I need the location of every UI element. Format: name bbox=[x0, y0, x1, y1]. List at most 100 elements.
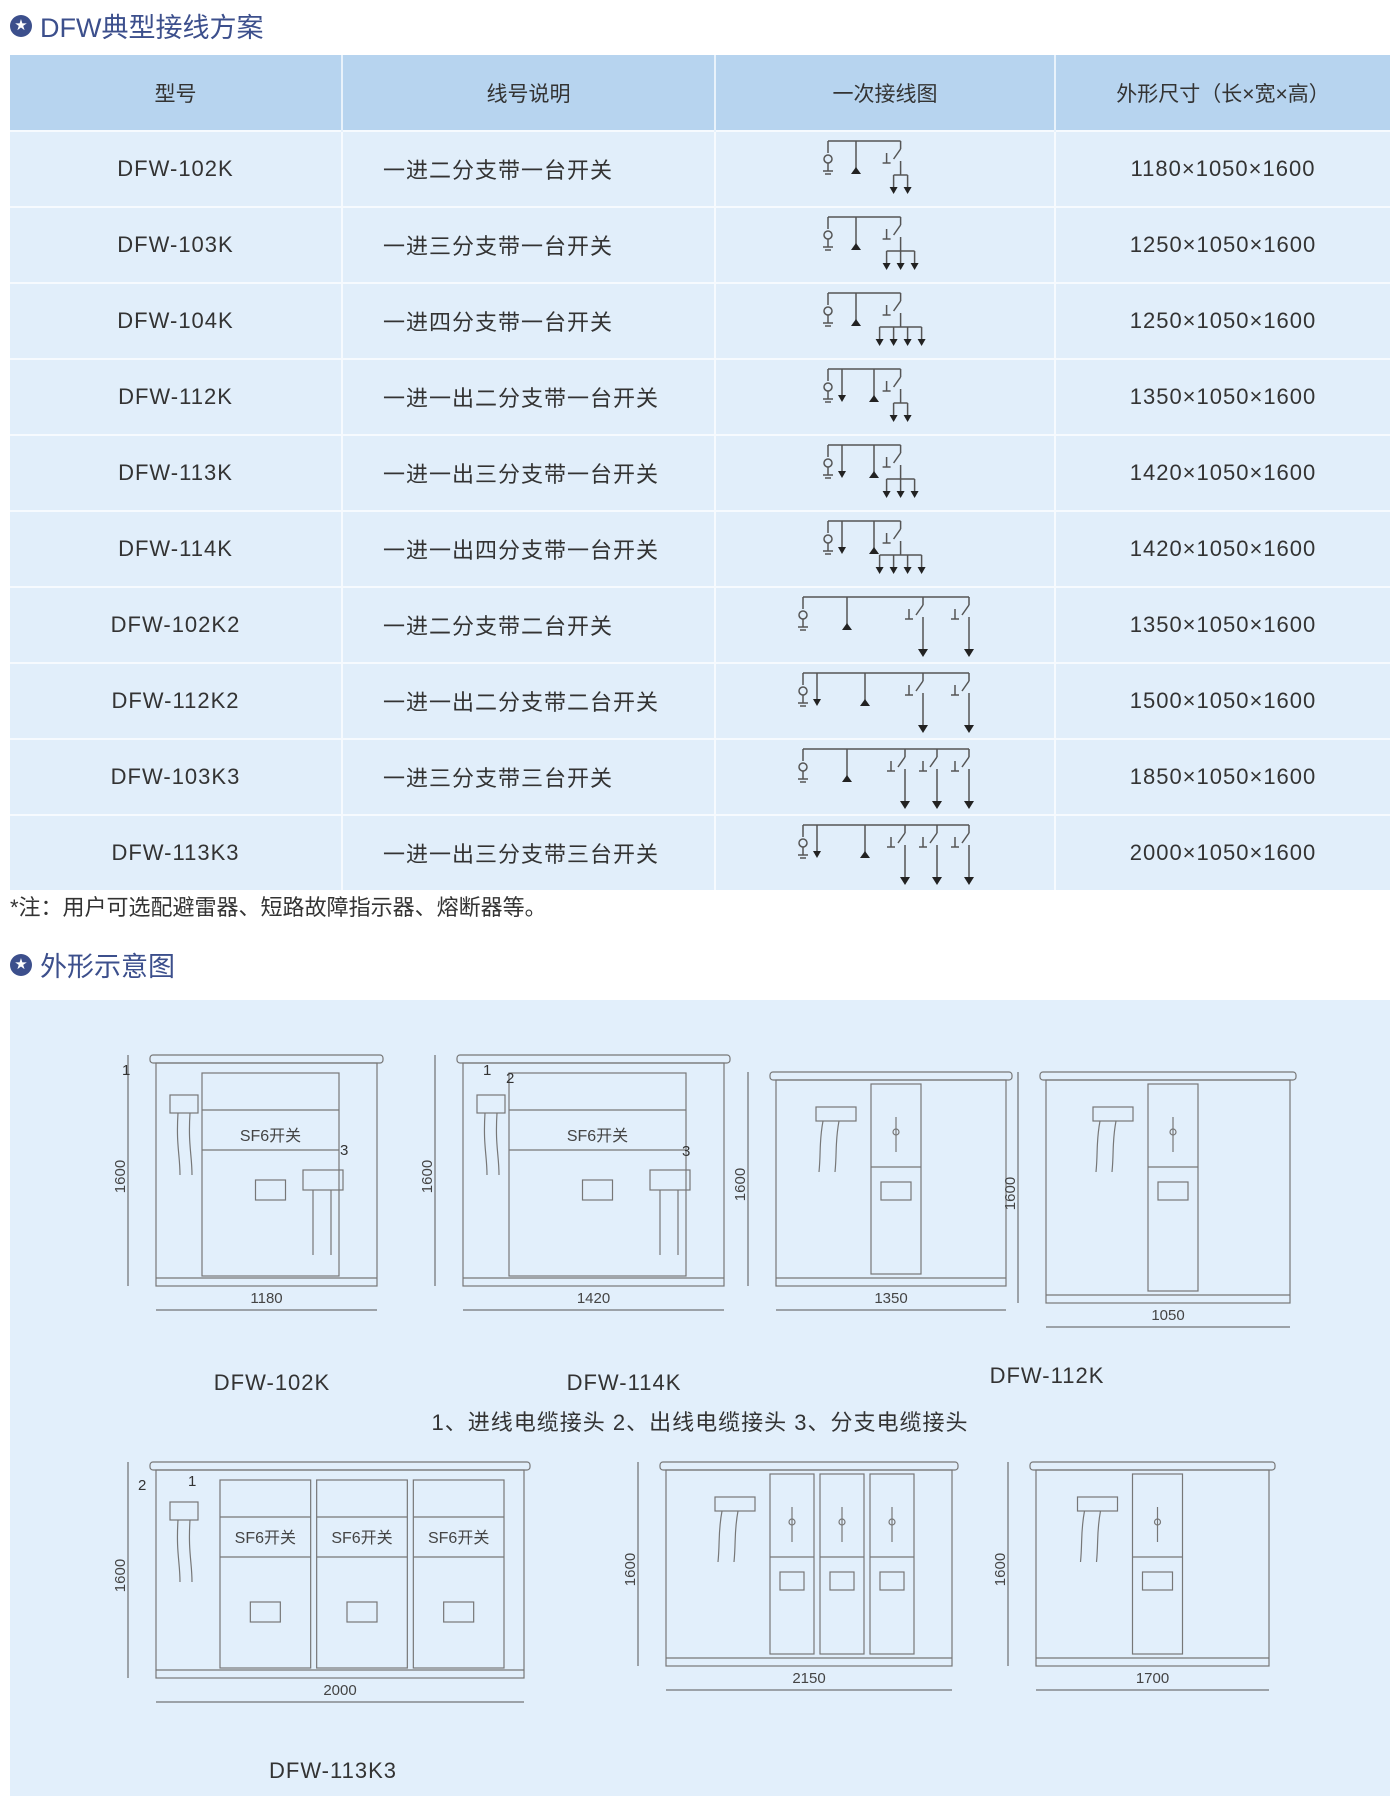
width-dimension: 1180 bbox=[250, 1290, 283, 1307]
callout-number: 1 bbox=[483, 1062, 492, 1079]
star-icon: ★ bbox=[10, 14, 32, 37]
diagram-cell bbox=[715, 282, 1056, 359]
table-row: DFW-104K 一进四分支带一台开关 1250×1050×1600 bbox=[10, 282, 1390, 359]
desc-cell: 一进一出二分支带一台开关 bbox=[342, 358, 716, 435]
section-title-outline: ★ 外形示意图 bbox=[10, 945, 175, 984]
section-title-wiring: ★ DFW典型接线方案 bbox=[10, 6, 263, 45]
model-cell: DFW-103K bbox=[10, 206, 343, 283]
cabinet-model-label: DFW-114K bbox=[566, 1370, 682, 1395]
outline-drawings-panel: 1、进线电缆接头 2、出线电缆接头 3、分支电缆接头 SF6开关 1600 1180… bbox=[10, 1000, 1390, 1796]
desc-cell: 一进一出四分支带一台开关 bbox=[342, 510, 716, 587]
height-dimension: 1600 bbox=[112, 1558, 130, 1593]
size-cell: 1420×1050×1600 bbox=[1055, 510, 1390, 587]
size-cell: 1850×1050×1600 bbox=[1055, 738, 1390, 815]
table-row: DFW-102K 一进二分支带一台开关 1180×1050×1600 bbox=[10, 130, 1390, 207]
size-cell: 1250×1050×1600 bbox=[1055, 282, 1390, 359]
single-line-diagram bbox=[798, 824, 974, 885]
sf6-switch-label: SF6开关 bbox=[239, 1128, 302, 1145]
section-title-text: 外形示意图 bbox=[40, 952, 175, 982]
single-line-diagram bbox=[798, 596, 974, 657]
callout-number: 3 bbox=[340, 1142, 349, 1159]
model-cell: DFW-113K bbox=[10, 434, 343, 511]
model-cell: DFW-112K2 bbox=[10, 662, 343, 739]
single-line-diagram bbox=[798, 672, 974, 733]
size-cell: 2000×1050×1600 bbox=[1055, 814, 1390, 890]
model-cell: DFW-112K bbox=[10, 358, 343, 435]
diagram-cell bbox=[715, 738, 1056, 815]
height-dimension: 1600 bbox=[732, 1167, 750, 1202]
table-row: DFW-114K 一进一出四分支带一台开关 1420×1050×1600 bbox=[10, 510, 1390, 587]
cabinet-model-label: DFW-112K bbox=[989, 1363, 1105, 1388]
cabinet-outline-drawing bbox=[747, 1071, 1013, 1311]
callout-number: 1 bbox=[188, 1473, 197, 1490]
desc-cell: 一进二分支带二台开关 bbox=[342, 586, 716, 663]
star-icon: ★ bbox=[10, 953, 32, 976]
desc-cell: 一进一出三分支带三台开关 bbox=[342, 814, 716, 890]
single-line-diagram bbox=[823, 292, 926, 346]
desc-cell: 一进四分支带一台开关 bbox=[342, 282, 716, 359]
diagram-cell bbox=[715, 358, 1056, 435]
cabinet-outline-drawing bbox=[1007, 1461, 1276, 1691]
header-model: 型号 bbox=[10, 55, 343, 131]
single-line-diagram bbox=[823, 368, 912, 422]
cabinet-model-label: DFW-113K3 bbox=[268, 1758, 398, 1783]
desc-cell: 一进二分支带一台开关 bbox=[342, 130, 716, 207]
sf6-switch-label: SF6开关 bbox=[331, 1530, 393, 1547]
diagram-cell bbox=[715, 662, 1056, 739]
width-dimension: 2150 bbox=[792, 1670, 826, 1687]
section-title-text: DFW典型接线方案 bbox=[40, 13, 264, 43]
model-cell: DFW-104K bbox=[10, 282, 343, 359]
height-dimension: 1600 bbox=[622, 1552, 640, 1587]
width-dimension: 1350 bbox=[874, 1290, 908, 1307]
size-cell: 1350×1050×1600 bbox=[1055, 358, 1390, 435]
model-cell: DFW-114K bbox=[10, 510, 343, 587]
cabinet-outline-drawing bbox=[637, 1461, 959, 1691]
model-cell: DFW-113K3 bbox=[10, 814, 343, 890]
table-row: DFW-112K2 一进一出二分支带二台开关 1500×1050×1600 bbox=[10, 662, 1390, 739]
wiring-scheme-table: 型号 线号说明 一次接线图 外形尺寸（长×宽×高） DFW-102K 一进二分支… bbox=[10, 55, 1390, 890]
header-diagram: 一次接线图 bbox=[715, 55, 1056, 131]
diagram-cell bbox=[715, 586, 1056, 663]
table-row: DFW-102K2 一进二分支带二台开关 1350×1050×1600 bbox=[10, 586, 1390, 663]
cabinet-model-label: DFW-102K bbox=[213, 1370, 331, 1395]
callout-number: 1 bbox=[122, 1062, 131, 1079]
callout-legend: 1、进线电缆接头 2、出线电缆接头 3、分支电缆接头 bbox=[431, 1410, 969, 1435]
model-cell: DFW-102K2 bbox=[10, 586, 343, 663]
size-cell: 1180×1050×1600 bbox=[1055, 130, 1390, 207]
height-dimension: 1600 bbox=[419, 1159, 437, 1193]
diagram-cell bbox=[715, 206, 1056, 283]
desc-cell: 一进一出三分支带一台开关 bbox=[342, 434, 716, 511]
size-cell: 1420×1050×1600 bbox=[1055, 434, 1390, 511]
table-row: DFW-103K 一进三分支带一台开关 1250×1050×1600 bbox=[10, 206, 1390, 283]
callout-number: 2 bbox=[506, 1070, 515, 1087]
single-line-diagram bbox=[823, 140, 912, 194]
cabinet-outline-drawing bbox=[127, 1461, 531, 1703]
width-dimension: 1050 bbox=[1151, 1307, 1185, 1324]
table-row: DFW-112K 一进一出二分支带一台开关 1350×1050×1600 bbox=[10, 358, 1390, 435]
size-cell: 1500×1050×1600 bbox=[1055, 662, 1390, 739]
single-line-diagram bbox=[798, 748, 974, 809]
sf6-switch-label: SF6开关 bbox=[234, 1530, 297, 1547]
cabinet-outline-drawing bbox=[1017, 1071, 1297, 1328]
model-cell: DFW-102K bbox=[10, 130, 343, 207]
callout-number: 2 bbox=[138, 1477, 147, 1494]
single-line-diagram bbox=[823, 216, 919, 270]
height-dimension: 1600 bbox=[1002, 1176, 1020, 1210]
sf6-switch-label: SF6开关 bbox=[566, 1128, 629, 1145]
size-cell: 1250×1050×1600 bbox=[1055, 206, 1390, 283]
height-dimension: 1600 bbox=[112, 1159, 130, 1193]
height-dimension: 1600 bbox=[992, 1552, 1010, 1587]
size-cell: 1350×1050×1600 bbox=[1055, 586, 1390, 663]
diagram-cell bbox=[715, 130, 1056, 207]
note-text: *注：用户可选配避雷器、短路故障指示器、熔断器等。 bbox=[10, 895, 547, 920]
diagram-cell bbox=[715, 814, 1056, 890]
cabinet-outline-drawing bbox=[127, 1054, 384, 1311]
single-line-diagram bbox=[823, 444, 919, 498]
width-dimension: 1420 bbox=[576, 1290, 611, 1307]
diagram-cell bbox=[715, 510, 1056, 587]
desc-cell: 一进三分支带一台开关 bbox=[342, 206, 716, 283]
diagram-cell bbox=[715, 434, 1056, 511]
width-dimension: 2000 bbox=[323, 1682, 357, 1699]
sf6-switch-label: SF6开关 bbox=[427, 1530, 490, 1547]
single-line-diagram bbox=[823, 520, 926, 574]
